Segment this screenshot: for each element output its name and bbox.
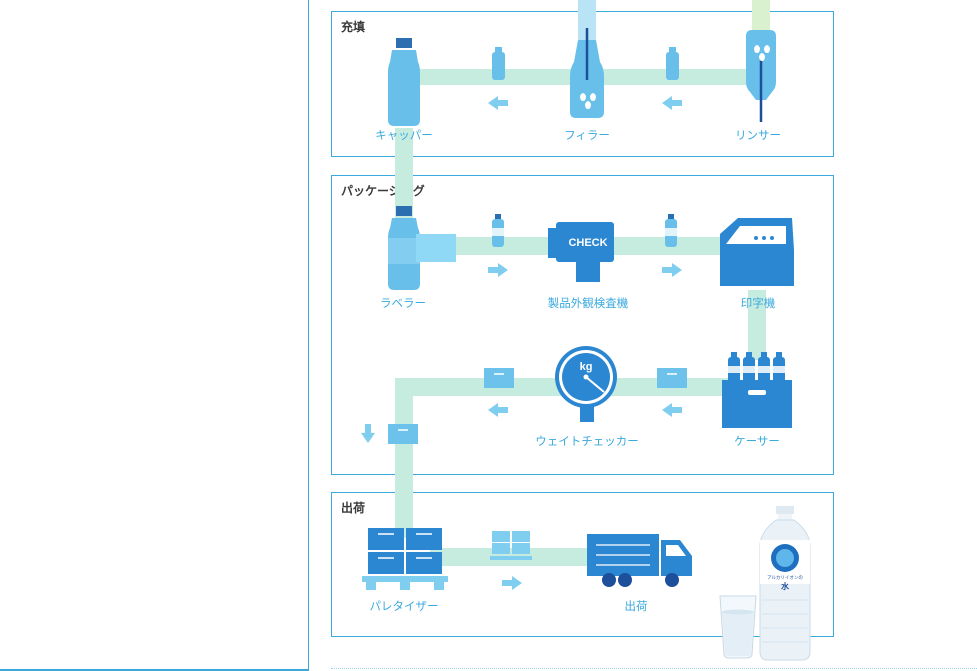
rinse-pipe: [752, 0, 770, 32]
small-bottle-icon: [492, 47, 505, 80]
belt-to-palletizer: [395, 378, 413, 538]
section-title-shipping: 出荷: [341, 501, 366, 515]
arrow-right-icon: [488, 263, 508, 277]
arrow-right-icon: [502, 576, 522, 590]
water-glass-image: [719, 595, 757, 659]
small-bottle-icon: [492, 214, 504, 247]
camera-check-text: CHECK: [568, 237, 607, 249]
labeler-bottle-icon: [388, 206, 456, 290]
section-title-filling: 充填: [341, 20, 366, 34]
arrow-left-icon: [488, 403, 508, 417]
product-name-text: 水: [780, 581, 790, 591]
left-divider: [308, 0, 309, 671]
water-pipe: [578, 0, 596, 40]
bottom-left-rule: [0, 669, 309, 671]
palletizer-machine-icon: [362, 528, 448, 590]
capper-bottle-icon: [388, 38, 420, 126]
label-truck: 出荷: [624, 599, 648, 613]
box-icon: [657, 368, 687, 388]
printer-machine-icon: [720, 218, 794, 286]
label-rinser: リンサー: [735, 128, 781, 142]
box-icon: [388, 424, 418, 444]
label-printer: 印字機: [740, 296, 776, 310]
arrow-left-icon: [488, 96, 508, 110]
arrow-down-icon: [361, 424, 375, 443]
filler-machine-icon: [570, 28, 604, 118]
scale-unit-text: kg: [580, 361, 593, 373]
small-pallet-icon: [490, 531, 532, 560]
box-icon: [484, 368, 514, 388]
belt-capper-labeler: [395, 128, 413, 218]
product-bottle-image: アルカリイオンの 水: [759, 506, 811, 661]
arrow-left-icon: [662, 96, 682, 110]
label-caser: ケーサー: [734, 434, 780, 448]
label-filler: フィラー: [564, 128, 610, 142]
arrow-left-icon: [662, 403, 682, 417]
label-labeler: ラベラー: [380, 296, 426, 310]
label-weight-checker: ウェイトチェッカー: [535, 434, 639, 448]
small-bottle-icon: [666, 47, 679, 80]
small-bottle-icon: [665, 214, 677, 247]
label-capper: キャッパー: [375, 128, 433, 142]
inspection-camera-icon: CHECK: [548, 222, 614, 282]
arrow-right-icon: [662, 263, 682, 277]
section-shipping: 出荷: [331, 492, 834, 637]
product-brand-text: アルカリイオンの: [767, 575, 803, 581]
label-inspection: 製品外観検査機: [547, 296, 629, 310]
rinser-machine-icon: [746, 30, 776, 122]
weight-scale-icon: kg: [555, 346, 617, 422]
belt-printer-caser: [748, 290, 766, 360]
bottom-dotted-rule: [331, 668, 977, 669]
caser-machine-icon: [722, 352, 792, 428]
label-palletizer: パレタイザー: [369, 599, 439, 613]
truck-icon: [587, 534, 692, 587]
